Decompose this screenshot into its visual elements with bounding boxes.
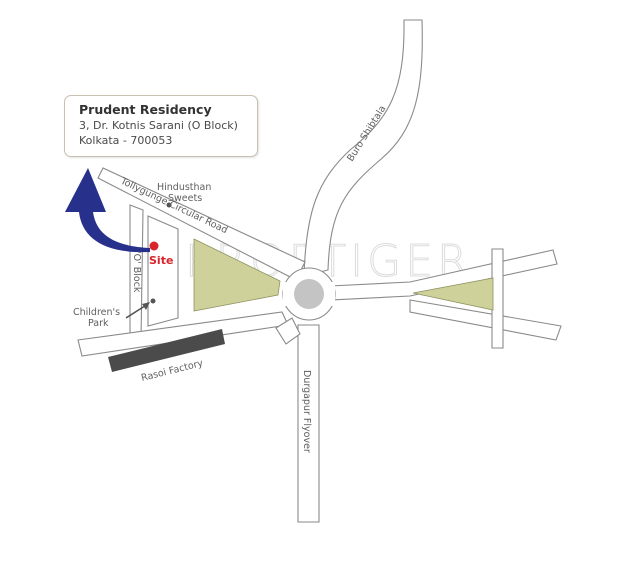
road-slip: [275, 317, 301, 345]
site-marker-icon: [149, 241, 159, 251]
road-durgapur-flyover: [297, 324, 320, 523]
road-east-cross: [491, 248, 504, 349]
childrens-park-label-2: Park: [88, 318, 109, 329]
project-title: Prudent Residency: [79, 102, 212, 117]
hindusthan-marker-icon: [166, 202, 172, 208]
road-buro-shibtala: [303, 19, 423, 277]
hindusthan-label-1: Hindusthan: [157, 182, 211, 193]
road-tollygunge-circular: [97, 167, 306, 281]
roundabout-icon: [294, 279, 324, 309]
childrens-park-label-1: Children's: [73, 307, 120, 318]
o-block-label: 'O' Block: [131, 251, 142, 293]
site-label: Site: [149, 254, 173, 267]
block-o-block: [147, 215, 179, 327]
road-east-lower: [409, 299, 562, 341]
address-line-1: 3, Dr. Kotnis Sarani (O Block): [79, 119, 238, 132]
durgapur-flyover-label: Durgapur Flyover: [301, 370, 312, 453]
address-line-2: Kolkata - 700053: [79, 134, 173, 147]
rasoi-factory-block: [108, 329, 225, 372]
address-card: Prudent Residency 3, Dr. Kotnis Sarani (…: [64, 95, 258, 157]
green-area-west: [193, 238, 281, 312]
hindusthan-label-2: Sweets: [168, 193, 202, 204]
green-area-east: [412, 277, 494, 311]
direction-arrow-icon: [65, 168, 150, 253]
childrens-park-marker-icon: [150, 298, 156, 304]
